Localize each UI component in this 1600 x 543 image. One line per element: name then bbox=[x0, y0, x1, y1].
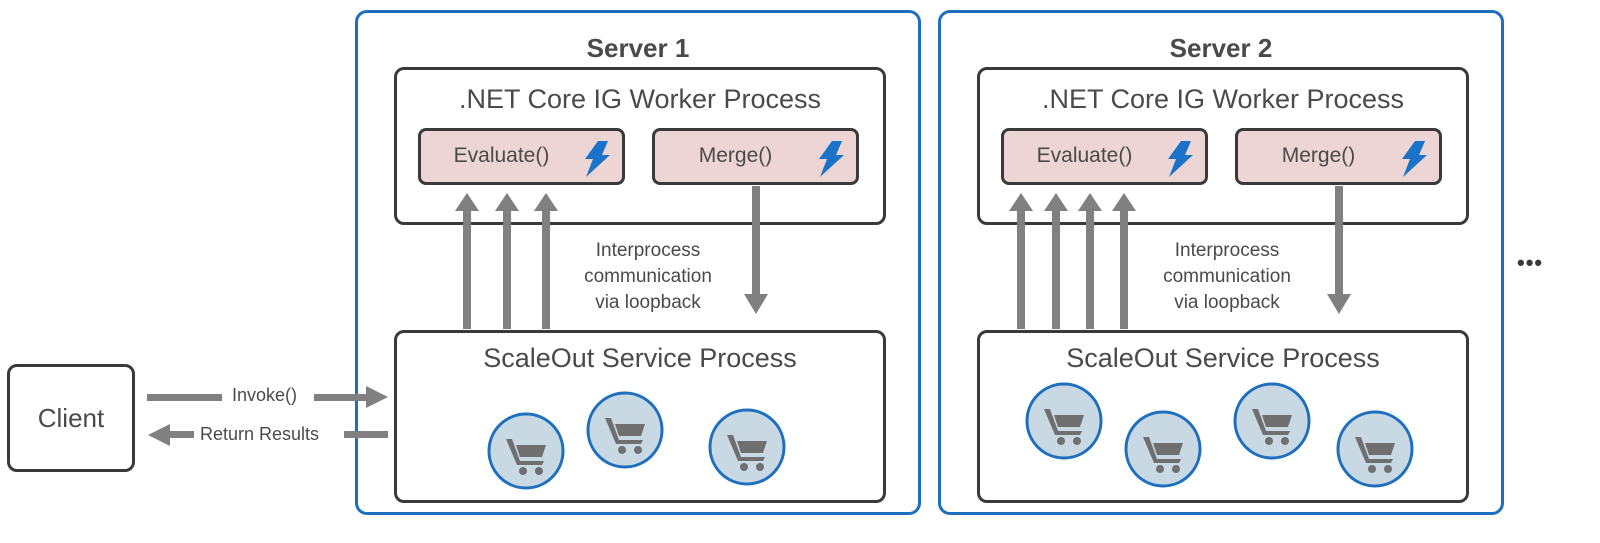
shopping-cart-icon bbox=[1336, 410, 1414, 488]
caption-line: communication bbox=[584, 266, 712, 287]
service-process-title: ScaleOut Service Process bbox=[1066, 343, 1380, 373]
server-title: Server 2 bbox=[1169, 33, 1273, 63]
invoke-label: Invoke() bbox=[228, 385, 302, 406]
service-process-title: ScaleOut Service Process bbox=[483, 343, 797, 373]
return-results-label: Return Results bbox=[196, 424, 324, 445]
caption-line: communication bbox=[1163, 266, 1291, 287]
shopping-cart-icon bbox=[708, 408, 786, 486]
function-label: Merge() bbox=[698, 144, 773, 167]
downward-arrow bbox=[744, 186, 768, 314]
invoke-arrow-head bbox=[366, 386, 388, 408]
upward-arrow bbox=[1009, 193, 1033, 329]
invoke-arrow-shaft bbox=[314, 394, 370, 401]
evaluate-function: Evaluate() bbox=[418, 128, 625, 185]
client-box: Client bbox=[7, 364, 135, 472]
more-servers-ellipsis: ••• bbox=[1517, 250, 1544, 275]
return-arrow-shaft bbox=[168, 431, 194, 438]
upward-arrow bbox=[1044, 193, 1068, 329]
upward-arrow bbox=[495, 193, 519, 329]
worker-process-title: .NET Core IG Worker Process bbox=[458, 84, 822, 114]
ipc-caption: Interprocess communication via loopback bbox=[548, 238, 748, 316]
shopping-cart-icon bbox=[1025, 382, 1103, 460]
caption-line: Interprocess bbox=[595, 240, 701, 261]
upward-arrow bbox=[455, 193, 479, 329]
evaluate-function: Evaluate() bbox=[1001, 128, 1208, 185]
caption-line: Interprocess bbox=[1174, 240, 1280, 261]
lightning-bolt-icon bbox=[1168, 141, 1193, 177]
worker-process-title: .NET Core IG Worker Process bbox=[1041, 84, 1405, 114]
upward-arrow bbox=[1112, 193, 1136, 329]
upward-arrow bbox=[534, 193, 558, 329]
lightning-bolt-icon bbox=[819, 141, 844, 177]
invoke-arrow-tail bbox=[147, 394, 222, 401]
ipc-caption: Interprocess communication via loopback bbox=[1127, 238, 1327, 316]
shopping-cart-icon bbox=[1233, 382, 1311, 460]
function-label: Merge() bbox=[1281, 144, 1356, 167]
upward-arrow bbox=[1078, 193, 1102, 329]
function-label: Evaluate() bbox=[453, 144, 550, 167]
function-label: Evaluate() bbox=[1036, 144, 1133, 167]
caption-line: via loopback bbox=[1174, 292, 1280, 313]
merge-function: Merge() bbox=[1235, 128, 1442, 185]
return-arrow-tail bbox=[344, 431, 388, 438]
downward-arrow bbox=[1327, 186, 1351, 314]
shopping-cart-icon bbox=[487, 412, 565, 490]
lightning-bolt-icon bbox=[1402, 141, 1427, 177]
lightning-bolt-icon bbox=[585, 141, 610, 177]
return-arrow-head bbox=[148, 424, 170, 446]
server-title: Server 1 bbox=[586, 33, 690, 63]
merge-function: Merge() bbox=[652, 128, 859, 185]
client-label: Client bbox=[37, 403, 105, 433]
service-process-box: ScaleOut Service Process bbox=[394, 330, 886, 503]
caption-line: via loopback bbox=[595, 292, 701, 313]
worker-process-box: .NET Core IG Worker Process bbox=[394, 67, 886, 225]
shopping-cart-icon bbox=[586, 391, 664, 469]
shopping-cart-icon bbox=[1124, 410, 1202, 488]
